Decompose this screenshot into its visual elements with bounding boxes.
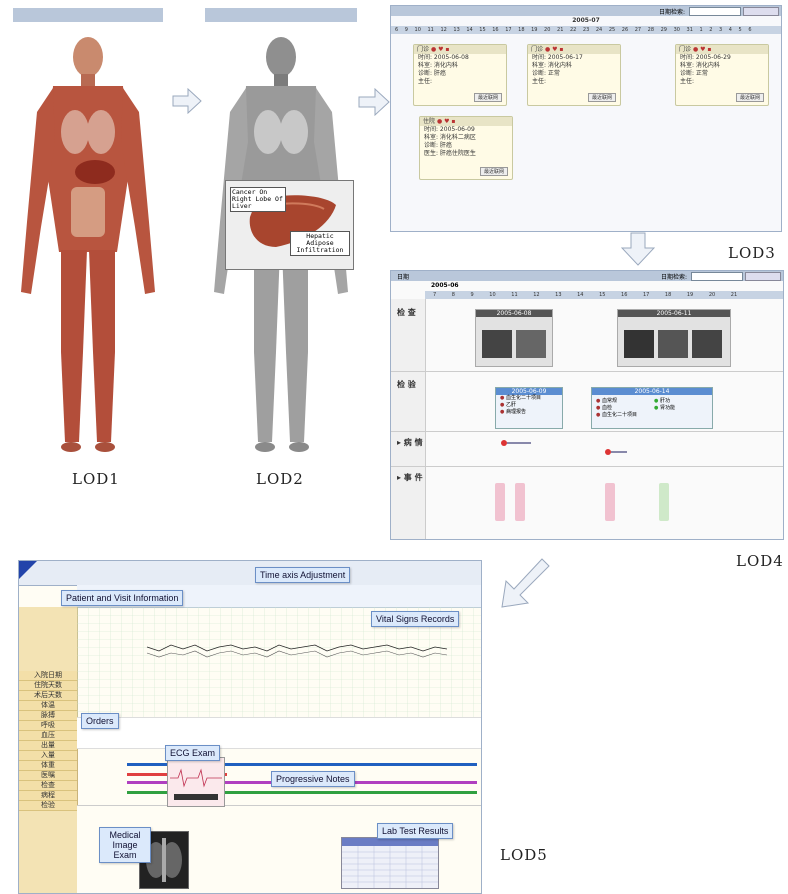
visit-card[interactable]: 住院 ● ♥ ▪ 时间: 2005-06-09 科室: 消化科二病区 诊断: 肝… — [419, 116, 513, 180]
row-label-event: ▸ 事 件 — [397, 472, 423, 483]
lod3-year-month: 2005-07 — [391, 17, 781, 24]
side-label: 检验 — [19, 801, 77, 811]
callout-notes: Progressive Notes — [271, 771, 355, 787]
row-label-condition: ▸ 病 情 — [397, 437, 423, 448]
vital-data-rows — [77, 717, 481, 749]
ecg-thumbnail[interactable] — [167, 757, 225, 807]
lod4-panel: 日期 日期检索: 2005-06 7 8 9 10 11 12 13 14 15… — [390, 270, 784, 540]
side-label: 病程 — [19, 791, 77, 801]
side-label: 脉搏 — [19, 711, 77, 721]
status-icons: ● ♥ ▪ — [431, 46, 450, 53]
event-pill[interactable] — [605, 483, 615, 521]
side-label: 住院天数 — [19, 681, 77, 691]
xray-image[interactable] — [692, 330, 722, 358]
exam-group[interactable]: 2005-06-11 — [617, 309, 731, 367]
lod1-header-bar — [13, 8, 163, 22]
date-search-label: 日期检索: — [659, 7, 685, 16]
lod2-panel: Cancer On Right Lobe Of Liver Hepatic Ad… — [205, 8, 357, 458]
side-label: 入量 — [19, 751, 77, 761]
lod5-header — [19, 561, 481, 586]
corner-flag-icon — [19, 561, 37, 579]
side-label: 检查 — [19, 781, 77, 791]
side-label: 体温 — [19, 701, 77, 711]
lod2-label: LOD2 — [256, 470, 304, 488]
callout-patient-info: Patient and Visit Information — [61, 590, 183, 606]
event-pill[interactable] — [659, 483, 669, 521]
lab-date: 2005-06-14 — [592, 388, 712, 395]
row-label-lab: 检 验 — [397, 379, 416, 390]
lod2-header-bar — [205, 8, 357, 22]
lod4-year-month: 2005-06 — [431, 282, 459, 289]
hepatic-label: Hepatic Adipose Infiltration — [290, 231, 350, 256]
side-label: 术后天数 — [19, 691, 77, 701]
card-button[interactable]: 最近联网 — [480, 167, 508, 176]
status-icons: ● ♥ ▪ — [693, 46, 712, 53]
callout-time-axis: Time axis Adjustment — [255, 567, 350, 583]
condition-bar — [507, 442, 531, 444]
condition-bar — [611, 451, 627, 453]
liver-popup: Cancer On Right Lobe Of Liver Hepatic Ad… — [225, 180, 354, 270]
exam-group[interactable]: 2005-06-08 — [475, 309, 553, 367]
event-pill[interactable] — [495, 483, 505, 521]
status-icons: ● ♥ ▪ — [545, 46, 564, 53]
visit-card[interactable]: 门诊 ● ♥ ▪ 时间: 2005-06-29 科室: 消化内科 诊断: 正常 … — [675, 44, 769, 106]
lab-date: 2005-06-09 — [496, 388, 562, 395]
xray-image[interactable] — [516, 330, 546, 358]
date-select[interactable] — [689, 7, 741, 16]
anatomy-figure-colored — [13, 22, 163, 458]
visit-card[interactable]: 门诊 ● ♥ ▪ 时间: 2005-06-08 科室: 消化内科 诊断: 肝癌 … — [413, 44, 507, 106]
side-label: 血压 — [19, 731, 77, 741]
arrow-diagonal-icon — [498, 557, 550, 609]
lod4-title: 日期 — [397, 272, 409, 281]
lod4-toolbar: 日期 日期检索: — [391, 271, 783, 281]
cancer-label: Cancer On Right Lobe Of Liver — [230, 187, 286, 212]
lod5-label: LOD5 — [500, 846, 548, 864]
lod5-panel: Patient and Visit Information Time axis … — [18, 560, 482, 894]
lod4-left-column — [391, 299, 426, 539]
lod1-panel — [13, 8, 163, 458]
card-button[interactable]: 最近联网 — [588, 93, 616, 102]
exam-date: 2005-06-11 — [618, 310, 730, 317]
lod3-label: LOD3 — [728, 244, 776, 262]
card-button[interactable]: 最近联网 — [736, 93, 764, 102]
arrow-down-icon — [621, 232, 655, 266]
date-search-label: 日期检索: — [661, 272, 687, 281]
lod3-toolbar: 日期检索: — [391, 6, 781, 16]
callout-orders: Orders — [81, 713, 119, 729]
lab-results-table[interactable] — [341, 837, 439, 889]
side-label: 体重 — [19, 761, 77, 771]
card-button[interactable]: 最近联网 — [474, 93, 502, 102]
nav-buttons[interactable] — [745, 272, 781, 281]
nav-buttons[interactable] — [743, 7, 779, 16]
callout-medical-image: Medical Image Exam — [99, 827, 151, 863]
lod3-panel: 日期检索: 2005-07 6 9 10 11 12 13 14 15 16 1… — [390, 5, 782, 232]
callout-ecg: ECG Exam — [165, 745, 220, 761]
callout-vital-signs: Vital Signs Records — [371, 611, 459, 627]
date-select[interactable] — [691, 272, 743, 281]
lod4-ruler: 7 8 9 10 11 12 13 14 15 16 17 18 19 20 2… — [425, 291, 783, 299]
row-divider — [391, 466, 783, 467]
lod1-label: LOD1 — [72, 470, 120, 488]
arrow-right-icon — [172, 88, 202, 114]
row-divider — [391, 431, 783, 432]
side-label: 呼吸 — [19, 721, 77, 731]
row-divider — [391, 371, 783, 372]
callout-lab: Lab Test Results — [377, 823, 453, 839]
visit-card[interactable]: 门诊 ● ♥ ▪ 时间: 2005-06-17 科室: 消化内科 诊断: 正常 … — [527, 44, 621, 106]
lab-card[interactable]: 2005-06-09 ● 血生化二十项目 ● 乙肝 ● 病理报告 — [495, 387, 563, 429]
side-label: 出量 — [19, 741, 77, 751]
arrow-right-icon — [358, 88, 390, 116]
exam-date: 2005-06-08 — [476, 310, 552, 317]
lod4-label: LOD4 — [736, 552, 784, 570]
lod3-ruler: 6 9 10 11 12 13 14 15 16 17 18 19 20 21 … — [391, 26, 781, 34]
lab-card[interactable]: 2005-06-14 ● 血常规 ● 血检 ● 血生化二十项目 ● 肝功 ● 肾… — [591, 387, 713, 429]
side-label: 医嘱 — [19, 771, 77, 781]
xray-image[interactable] — [482, 330, 512, 358]
event-pill[interactable] — [515, 483, 525, 521]
xray-image[interactable] — [658, 330, 688, 358]
side-label: 入院日期 — [19, 671, 77, 681]
row-label-exam: 检 查 — [397, 307, 416, 318]
xray-image[interactable] — [624, 330, 654, 358]
status-icons: ● ♥ ▪ — [437, 118, 456, 125]
